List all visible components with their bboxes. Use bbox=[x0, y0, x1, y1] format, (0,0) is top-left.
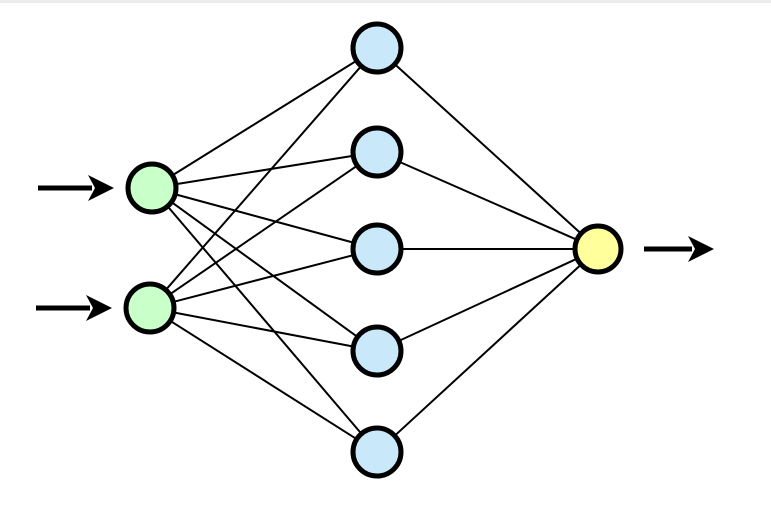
hidden-node-4[interactable] bbox=[350, 324, 404, 378]
edge-h5-o1 bbox=[392, 262, 583, 438]
output-node-1[interactable] bbox=[572, 223, 624, 275]
edge-h4-o1 bbox=[396, 257, 580, 343]
edge-i1-h5 bbox=[165, 204, 364, 436]
edge-h1-o1 bbox=[393, 62, 583, 236]
edge-i1-h4 bbox=[169, 200, 360, 339]
hidden-node-2[interactable] bbox=[350, 125, 404, 179]
edge-i2-h2 bbox=[167, 164, 360, 296]
edges-group bbox=[164, 59, 583, 441]
edge-i2-h4 bbox=[171, 311, 356, 348]
input-node-1[interactable] bbox=[125, 161, 179, 215]
hidden-node-1[interactable] bbox=[350, 21, 404, 75]
input-arrow-1-head bbox=[88, 175, 114, 201]
edge-i2-h1 bbox=[164, 64, 363, 292]
edge-i1-h1 bbox=[170, 59, 359, 177]
edge-i2-h3 bbox=[171, 253, 356, 304]
edge-h2-o1 bbox=[397, 160, 579, 242]
input-arrow-2-head bbox=[86, 295, 112, 321]
edge-i2-h5 bbox=[168, 319, 359, 441]
nodes-group bbox=[123, 21, 624, 479]
io-arrows-group bbox=[36, 175, 714, 321]
top-band-divider bbox=[0, 0, 771, 3]
hidden-node-3[interactable] bbox=[350, 222, 404, 276]
edge-i1-h3 bbox=[173, 193, 356, 244]
hidden-node-5[interactable] bbox=[350, 425, 404, 479]
edge-i1-h2 bbox=[173, 154, 356, 186]
output-arrow-1-head bbox=[688, 236, 714, 262]
input-node-2[interactable] bbox=[123, 281, 177, 335]
